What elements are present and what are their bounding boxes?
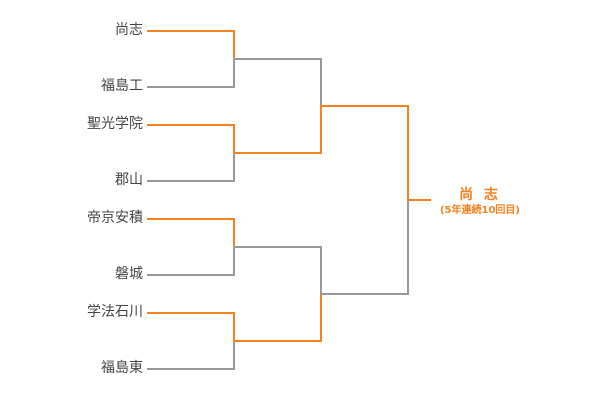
champion-name: 尚 志	[459, 187, 501, 203]
team-label: 郡山	[115, 172, 143, 188]
team-label: 福島工	[101, 78, 143, 94]
team-label: 福島東	[101, 360, 143, 376]
team-label: 磐城	[115, 266, 143, 282]
team-label: 帝京安積	[87, 210, 143, 226]
champion: 尚 志 (5年連続10回目)	[430, 186, 530, 218]
team-label: 聖光学院	[87, 116, 143, 132]
champion-note: (5年連続10回目)	[439, 205, 520, 216]
team-label: 学法石川	[87, 304, 143, 320]
team-label: 尚志	[115, 22, 143, 38]
